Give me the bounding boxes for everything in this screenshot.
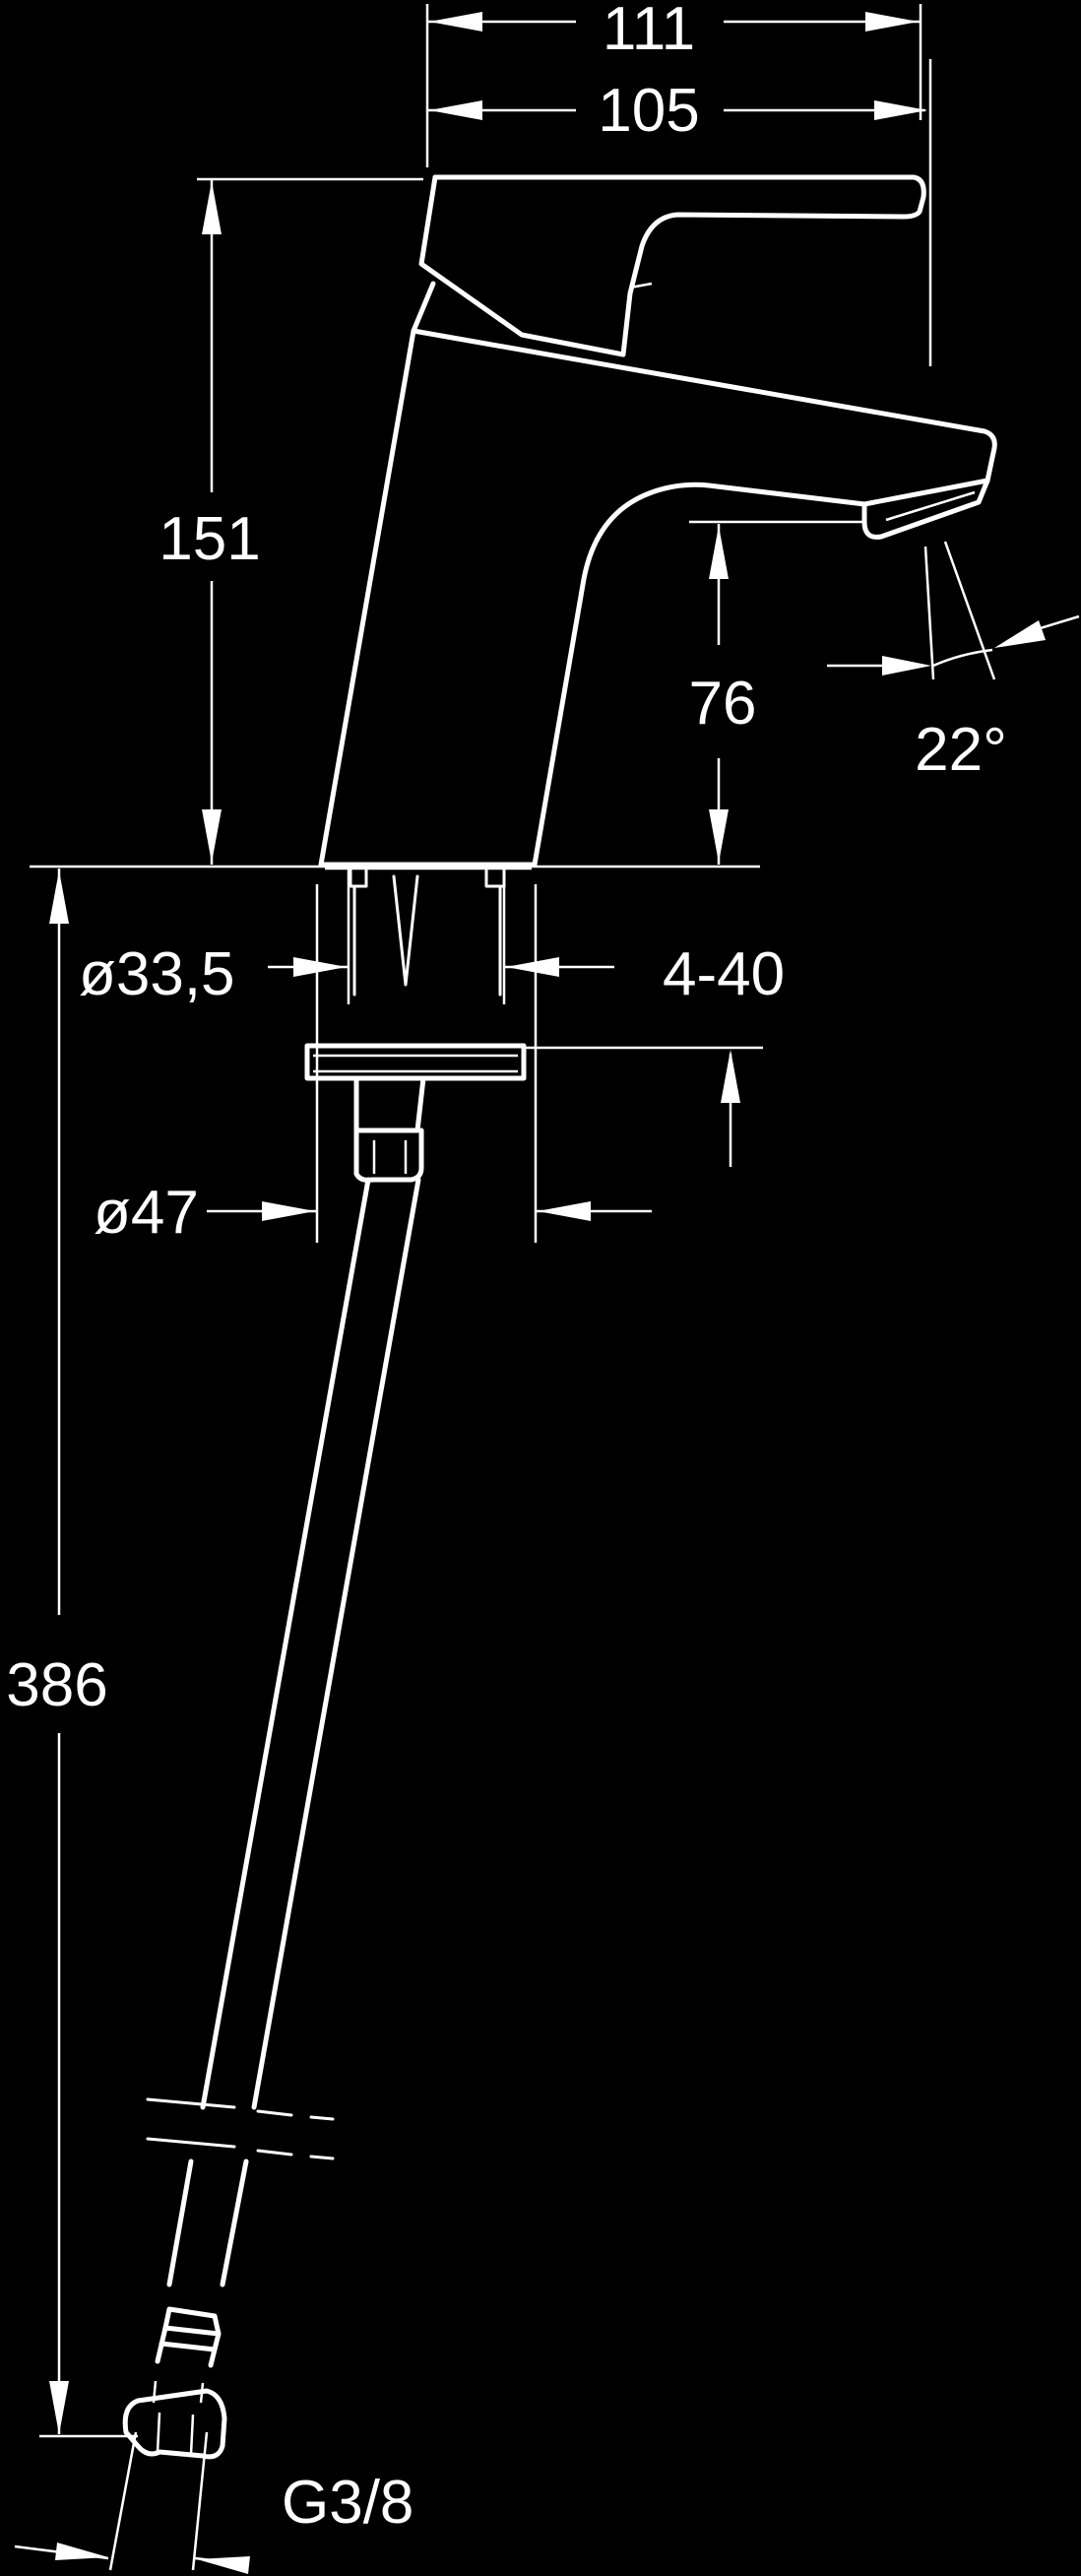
faucet-outline: [318, 174, 997, 870]
supply-hose: [122, 1177, 421, 2460]
dim-overall-width: 111: [603, 0, 695, 63]
dim-mounting-thickness: 4-40: [663, 940, 785, 1008]
mounting-hardware: [304, 867, 527, 1183]
dim-angle: 22°: [915, 716, 1007, 784]
dim-hose-length: 386: [6, 1651, 107, 1719]
dim-connection-thread: G3/8: [282, 2469, 413, 2537]
dim-spout-width: 105: [598, 77, 699, 145]
dim-hole-diameter: ø47: [94, 1179, 199, 1247]
dimension-lines: [14, 4, 1080, 2574]
dim-height: 151: [159, 505, 260, 573]
dim-body-diameter: ø33,5: [79, 940, 235, 1008]
dim-spout-height: 76: [689, 670, 757, 738]
dimension-labels: 111 105 151 76 22° ø33,5 4-40 ø47 386 G3…: [6, 0, 1007, 2537]
